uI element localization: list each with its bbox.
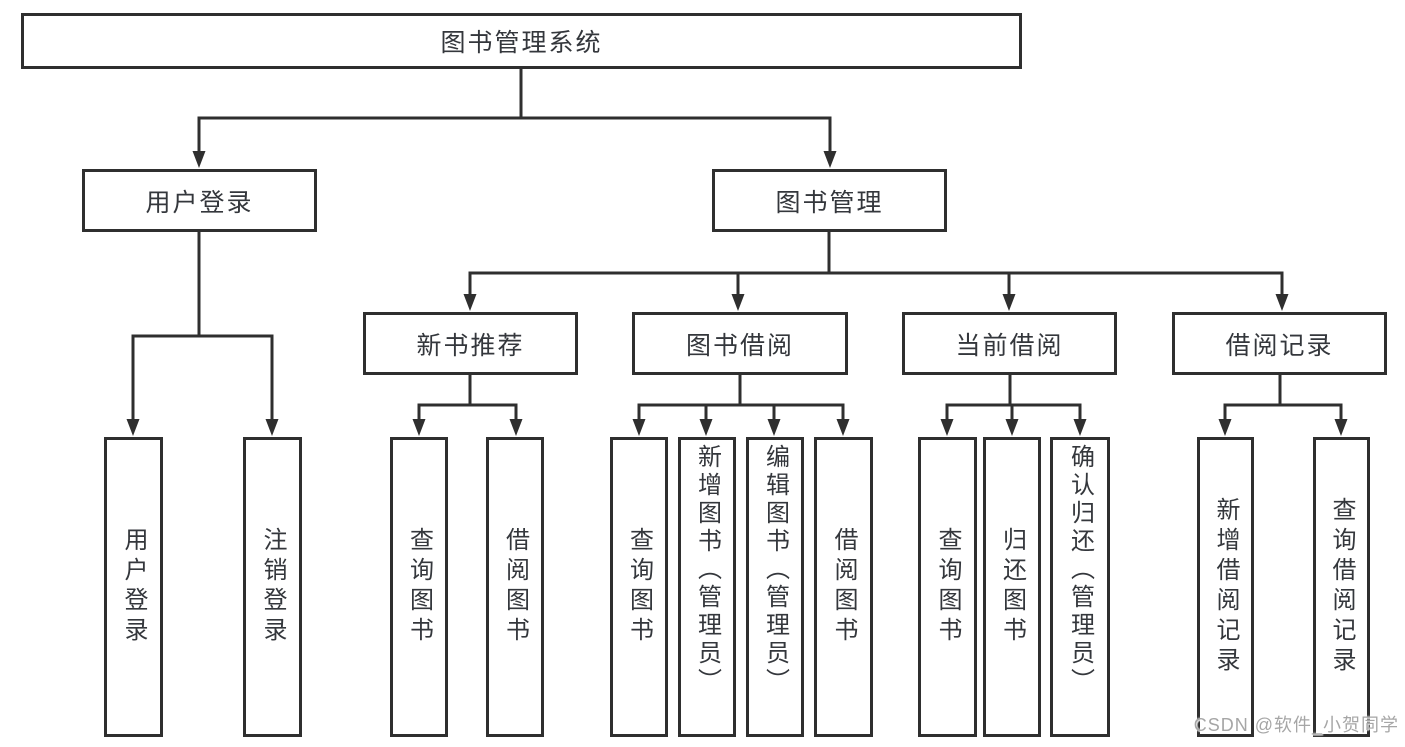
node-book-borrowing: 图书借阅 bbox=[632, 312, 848, 375]
node-new-book-recommend: 新书推荐 bbox=[363, 312, 578, 375]
node-borrowing-records: 借阅记录 bbox=[1172, 312, 1387, 375]
leaf-borrowing-edit-books-admin: 编辑图书（管理员） bbox=[746, 437, 804, 737]
leaf-recommend-query-books: 查询图书 bbox=[390, 437, 448, 737]
leaf-records-add-record: 新增借阅记录 bbox=[1197, 437, 1254, 737]
leaf-logout-login: 注销登录 bbox=[243, 437, 302, 737]
node-user-login: 用户登录 bbox=[82, 169, 317, 232]
leaf-borrowing-query-books: 查询图书 bbox=[610, 437, 668, 737]
node-current-borrowing: 当前借阅 bbox=[902, 312, 1117, 375]
node-book-management: 图书管理 bbox=[712, 169, 947, 232]
leaf-records-query-record: 查询借阅记录 bbox=[1313, 437, 1370, 737]
leaf-recommend-borrow-books: 借阅图书 bbox=[486, 437, 544, 737]
leaf-borrowing-borrow-books: 借阅图书 bbox=[814, 437, 873, 737]
leaf-current-return-books: 归还图书 bbox=[983, 437, 1041, 737]
leaf-user-login: 用户登录 bbox=[104, 437, 163, 737]
csdn-watermark: CSDN @软件_小贺同学 bbox=[1193, 715, 1399, 735]
node-library-management-system: 图书管理系统 bbox=[21, 13, 1022, 69]
leaf-current-confirm-return-admin: 确认归还（管理员） bbox=[1050, 437, 1110, 737]
leaf-borrowing-add-books-admin: 新增图书（管理员） bbox=[678, 437, 736, 737]
leaf-current-query-books: 查询图书 bbox=[918, 437, 977, 737]
connector-lines bbox=[131, 68, 1343, 426]
